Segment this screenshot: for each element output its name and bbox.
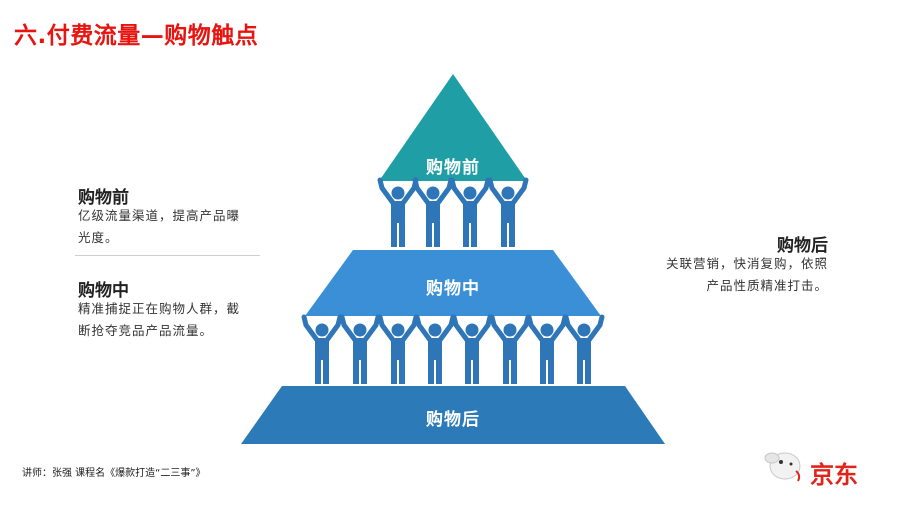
- people-row-lower: [301, 314, 605, 384]
- before-line1: 亿级流量渠道，提高产品曝: [78, 208, 241, 223]
- after-description: 关联营销，快消复购，依照 产品性质精准打击。: [666, 253, 828, 297]
- person-icon: [377, 177, 419, 247]
- jd-logo-text: 京东: [810, 461, 858, 489]
- before-line2: 光度。: [78, 230, 119, 245]
- after-line1: 关联营销，快消复购，依照: [665, 256, 828, 271]
- person-icon: [489, 314, 531, 384]
- during-line2: 断抢夺竞品产品流量。: [78, 323, 214, 338]
- footer-credit: 讲师：张强 课程名《爆款打造“二三事”》: [22, 468, 206, 479]
- during-heading: 购物中: [78, 281, 129, 301]
- pyramid-bottom-label: 购物后: [426, 410, 480, 430]
- person-icon: [449, 177, 491, 247]
- person-icon: [301, 314, 343, 384]
- people-row-upper: [377, 177, 529, 247]
- page-title: 六.付费流量—购物触点: [14, 23, 259, 49]
- before-heading: 购物前: [78, 188, 129, 208]
- person-icon: [414, 314, 456, 384]
- person-icon: [339, 314, 381, 384]
- during-line1: 精准捕捉正在购物人群，截: [78, 301, 241, 316]
- before-description: 亿级流量渠道，提高产品曝 光度。: [78, 205, 240, 249]
- pyramid-middle-label: 购物中: [426, 279, 480, 299]
- person-icon: [377, 314, 419, 384]
- person-icon: [412, 177, 454, 247]
- after-heading: 购物后: [777, 236, 828, 256]
- pyramid-bottom-tier: [241, 386, 665, 444]
- person-icon: [526, 314, 568, 384]
- person-icon: [563, 314, 605, 384]
- during-description: 精准捕捉正在购物人群，截 断抢夺竞品产品流量。: [78, 298, 240, 342]
- pyramid-top-tier: [379, 74, 527, 181]
- left-divider: [75, 255, 260, 256]
- pyramid-top-label: 购物前: [426, 158, 480, 178]
- person-icon: [487, 177, 529, 247]
- pyramid-middle-tier: [305, 250, 601, 316]
- person-icon: [451, 314, 493, 384]
- after-line2: 产品性质精准打击。: [706, 278, 828, 293]
